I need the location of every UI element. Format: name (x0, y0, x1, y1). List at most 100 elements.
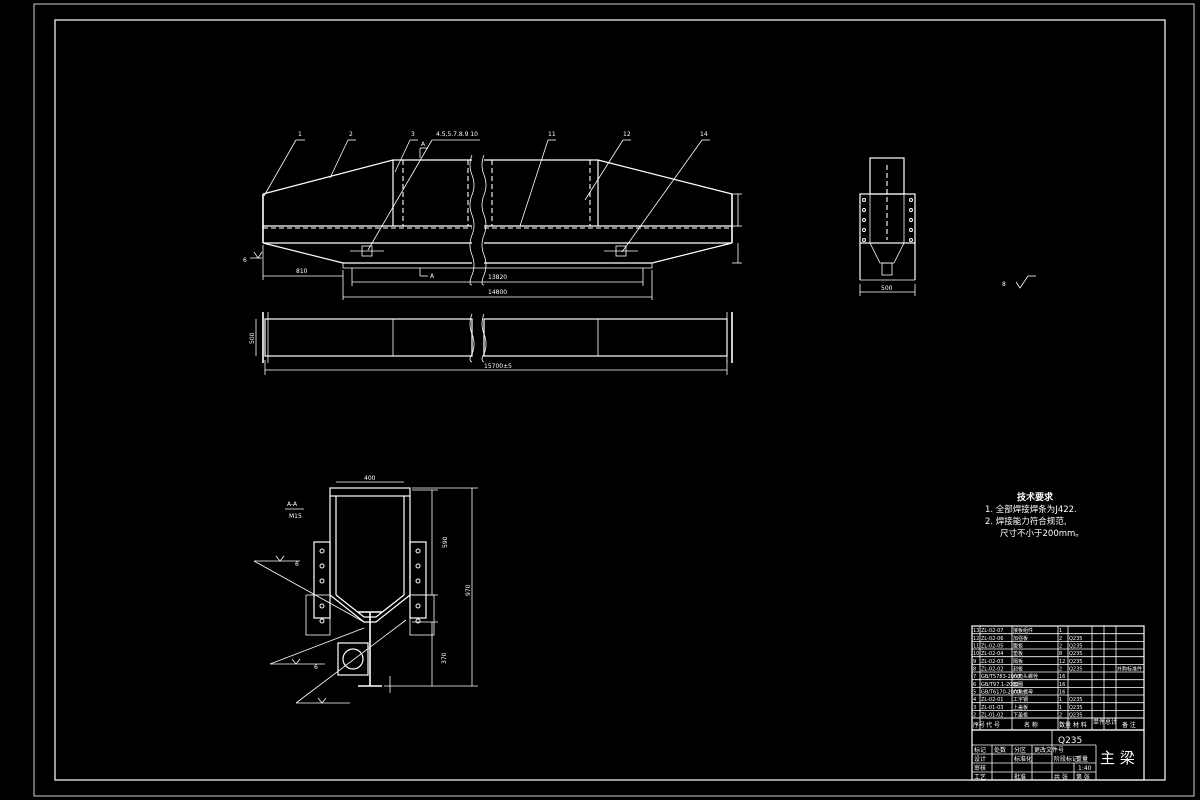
callout-14: 14 (700, 131, 708, 138)
bom-cell: 2 (973, 713, 976, 719)
roughness-label: 8 (1002, 281, 1006, 288)
bom-cell: 2 (1059, 644, 1062, 650)
bom-cell: 垫圈 (1013, 681, 1023, 688)
bom-cell: ZL-01-02 (981, 713, 1003, 719)
tb-scale: 1:40 (1078, 765, 1092, 772)
tb-weight: 重量 (1076, 755, 1088, 763)
side-view: 500 8 (859, 157, 1036, 296)
front-callouts: 1 2 3 4.5,5.7.8.9 10 11 12 14 A A 6 (243, 131, 710, 280)
section-cut-bottom: A (430, 273, 435, 280)
callout-3: 3 (411, 131, 415, 138)
section-mark: A-A (287, 501, 298, 508)
front-dimensions: 810 13820 14800 (262, 193, 742, 300)
weld-symbol-front: 6 (243, 257, 247, 264)
tb-change: 更改文件号 (1034, 746, 1064, 754)
drawing-title: 主 梁 (1100, 749, 1135, 767)
bom-cell: ZL-02-06 (981, 636, 1003, 642)
bom-cell: Q235 (1069, 644, 1082, 650)
dim-sec-total-height: 970 (465, 584, 472, 596)
tb-sheets: 共 张 (1054, 773, 1068, 781)
bom-col-material: 材 料 (1073, 721, 1087, 729)
weld-symbol-section-1: 6 (295, 561, 299, 568)
bom-cell: 上盖板 (1013, 704, 1028, 711)
section-cut-top: A (421, 141, 426, 148)
callout-11: 11 (548, 131, 556, 138)
outer-border (33, 3, 1195, 797)
bom-cell: ZL-01-03 (981, 705, 1003, 711)
callout-12: 12 (623, 131, 631, 138)
bom-cell: 16 (1059, 682, 1065, 688)
section-scale: M15 (289, 513, 302, 520)
bom-cell: ZL-02-02 (981, 667, 1003, 673)
bom-cell: GB/T5783-2000 (981, 674, 1020, 680)
bom-cell: 5 (973, 690, 976, 696)
dim-sec-upper-height: 590 (442, 536, 449, 548)
bom-cell: Q235 (1069, 697, 1082, 703)
bom-cell: 1 (1059, 697, 1062, 703)
bom-cell: 2 (1059, 713, 1062, 719)
bom-cell: 8 (973, 667, 976, 673)
tb-count: 处数 (994, 746, 1006, 754)
bom-cell: 12 (973, 636, 979, 642)
bom-cell: 3 (973, 705, 976, 711)
weld-symbol-section-2: 6 (314, 664, 318, 671)
bom-cell: 垫板 (1013, 650, 1023, 657)
bom-col-name: 名 称 (1024, 721, 1038, 729)
bom-cell: 16 (1059, 674, 1065, 680)
bom-cell: ZL-02-07 (981, 628, 1003, 634)
dim-left-offset: 810 (296, 268, 308, 275)
dim-sec-lower-height: 370 (441, 652, 448, 664)
bom-cell: 6 (973, 682, 976, 688)
tb-mark: 标记 (974, 746, 986, 754)
bom-cell: 11 (973, 644, 979, 650)
bom-cell: Q235 (1069, 705, 1082, 711)
front-view (262, 154, 733, 286)
callout-2: 2 (349, 131, 353, 138)
tech-title: 技术要求 (1017, 491, 1054, 503)
bom-cell: 2 (1059, 667, 1062, 673)
bom-cell: 13 (973, 628, 979, 634)
dim-sec-top-width: 400 (364, 475, 376, 482)
bom-cell: 8 (1059, 651, 1062, 657)
dim-total-length: 15700±5 (484, 363, 512, 370)
title-block: Q235 主 梁 标记 处数 分区 更改文件号 设计 标准化 阶段标记 重量 审… (971, 729, 1145, 781)
bom-col-total: 总计 (1105, 718, 1117, 726)
bom-cell: GB/T97.1-2002 (981, 682, 1019, 688)
tech-item-2: 2. 焊接能力符合规范, (985, 516, 1067, 527)
bom-col-unit: 单件 (1093, 718, 1105, 726)
bom-cell: 7 (973, 674, 976, 680)
dim-side-width: 500 (881, 285, 893, 292)
inner-border (54, 19, 1166, 781)
bom-cell: ZL-02-05 (981, 644, 1003, 650)
bom-cell: 16 (1059, 690, 1065, 696)
section-view: A-A M15 400 (253, 475, 478, 704)
tb-design: 设计 (974, 755, 986, 763)
bom-col-qty: 数量 (1059, 721, 1071, 729)
bom-cell: GB/T6170-2000 (981, 690, 1020, 696)
tb-review: 审核 (974, 764, 986, 772)
tb-zone: 分区 (1014, 746, 1026, 754)
bom-cell: Q235 (1069, 713, 1082, 719)
bom-cell: ZL-02-01 (981, 697, 1003, 703)
bom-cell: 9 (973, 659, 976, 665)
bom-col-code: 代 号 (986, 721, 1000, 729)
bom-cell: ZL-02-03 (981, 659, 1003, 665)
bom-cell: 1 (1059, 705, 1062, 711)
bom-cell: 4 (973, 697, 976, 703)
bom-cell: 腹板 (1013, 643, 1023, 650)
tech-requirements: 技术要求 1. 全部焊接焊条为J422. 2. 焊接能力符合规范, 尺寸不小于2… (985, 491, 1084, 539)
bom-cell: 六角螺母 (1013, 689, 1033, 696)
bom-header: 序号 代 号 名 称 数量 材 料 单件 总计 备 注 (972, 717, 1144, 729)
bom-cell: 工字钢 (1013, 696, 1028, 703)
bom-cell: 下盖板 (1013, 712, 1028, 719)
plan-view: 500 15700±5 (249, 312, 733, 375)
bom-cell: Q235 (1069, 636, 1082, 642)
tech-item-3: 尺寸不小于200mm。 (1000, 528, 1084, 539)
bom-cell: 12 (1059, 659, 1065, 665)
bom-cell: 封板 (1013, 666, 1023, 673)
bom-cell: 接板组件 (1013, 627, 1033, 634)
dim-inner-span: 13820 (488, 274, 507, 281)
material-label: Q235 (1058, 736, 1082, 746)
bom-cell: ZL-02-04 (981, 651, 1003, 657)
